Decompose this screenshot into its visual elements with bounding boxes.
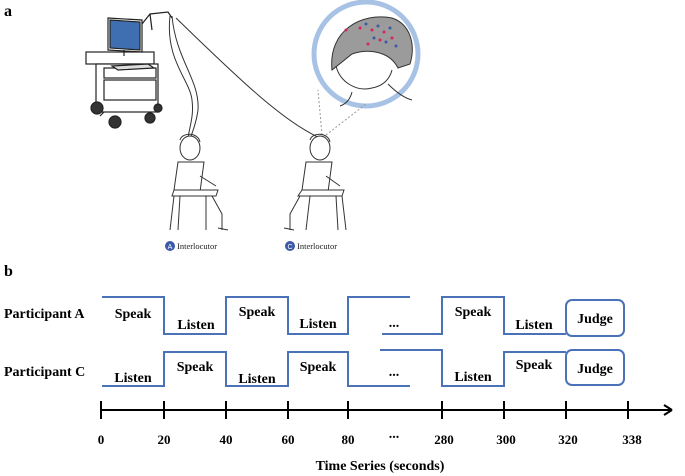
segment-a-5: Speak: [455, 305, 492, 320]
electrode-dots: [344, 22, 398, 48]
zoom-guide-lines: [317, 89, 367, 136]
segment-c-4: Speak: [300, 360, 337, 375]
tick-label-338: 338: [622, 432, 642, 447]
judge-box-c: Judge: [565, 349, 625, 386]
segment-a-4: Listen: [299, 317, 337, 332]
judge-box-a: Judge: [565, 299, 625, 337]
segment-c-1: Listen: [114, 371, 152, 386]
participant-a-badge: A: [168, 244, 173, 251]
tick-label-40: 40: [220, 432, 233, 447]
segment-a-2: Listen: [177, 318, 215, 333]
segment-c-2: Speak: [177, 360, 214, 375]
segment-a-3: Speak: [239, 305, 276, 320]
cap-zoom-inset: [311, 0, 421, 109]
time-axis: [100, 401, 673, 419]
tick-label-60: 60: [282, 432, 295, 447]
row-label-participant-c: Participant C: [4, 365, 85, 380]
tick-label-20: 20: [158, 432, 171, 447]
tick-label-0: 0: [98, 432, 105, 447]
seated-person-a: [169, 133, 229, 231]
tick-label-280: 280: [434, 432, 454, 447]
segment-c-3: Listen: [238, 372, 276, 387]
segment-c-5: Listen: [454, 370, 492, 385]
ellipsis-row-c: ...: [389, 365, 400, 380]
ellipsis-row-a: ...: [389, 316, 400, 331]
panel-a-label: a: [4, 3, 12, 20]
ellipsis-axis: ...: [389, 427, 400, 442]
participant-c-caption-text: Interlocutor: [297, 241, 337, 251]
tick-label-320: 320: [558, 432, 578, 447]
seated-person-c: [283, 133, 347, 231]
participant-c-badge: C: [287, 244, 292, 251]
participant-a-caption-text: Interlocutor: [177, 241, 217, 251]
segment-a-6: Listen: [515, 318, 553, 333]
participant-c-caption: C Interlocutor: [285, 241, 337, 251]
participant-a-wave: [102, 296, 566, 335]
judge-label-c: Judge: [577, 362, 613, 377]
row-label-participant-a: Participant A: [4, 307, 85, 322]
eeg-system-illustration: [85, 11, 173, 129]
tick-label-300: 300: [496, 432, 516, 447]
panel-b-label: b: [4, 263, 13, 280]
segment-a-1: Speak: [115, 307, 152, 322]
tick-label-80: 80: [342, 432, 355, 447]
participant-a-caption: A Interlocutor: [165, 241, 217, 251]
participant-c-wave: [102, 349, 566, 387]
judge-label-a: Judge: [577, 312, 613, 327]
segment-c-6: Speak: [516, 358, 553, 373]
axis-title: Time Series (seconds): [316, 459, 445, 474]
electrode-cables: [168, 15, 321, 141]
